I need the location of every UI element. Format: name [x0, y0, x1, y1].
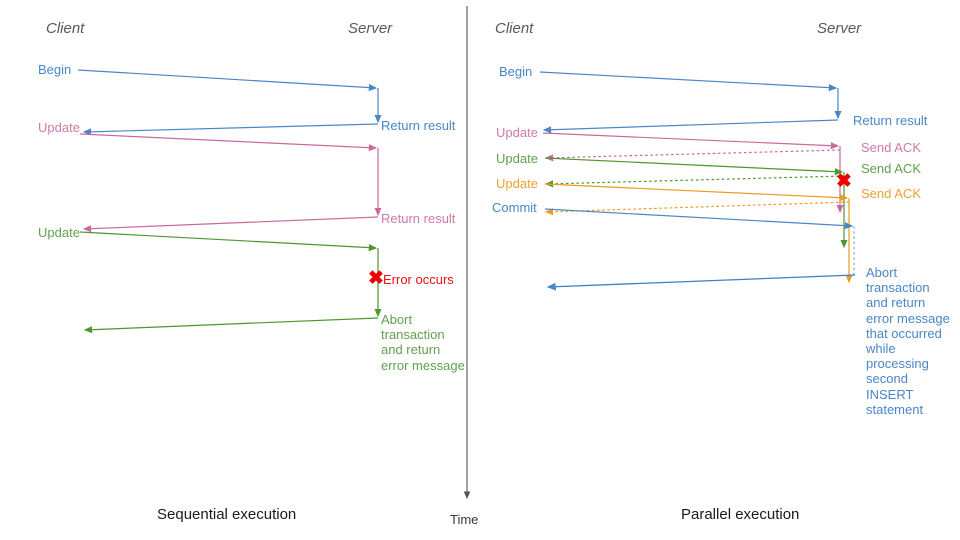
arrow-left-update1 [79, 133, 378, 152]
left-msg-begin: Begin [38, 62, 72, 77]
right-actor-client: Client [495, 20, 534, 37]
arrow-right-ack3 [544, 201, 850, 216]
right-msg-abort: Abort transaction and return error messa… [866, 265, 950, 417]
left-actor-server: Server [348, 20, 393, 37]
left-msg-update-1: Update [38, 120, 80, 135]
time-axis-label: Time [450, 512, 479, 527]
right-msg-send-ack-1: Send ACK [861, 140, 921, 155]
arrow-left-return2 [82, 216, 379, 233]
arrow-left-abort [83, 317, 379, 334]
right-panel-caption: Parallel execution [681, 506, 800, 523]
left-actor-client: Client [46, 20, 85, 37]
arrow-left-update2 [79, 231, 378, 252]
left-panel-caption: Sequential execution [157, 506, 297, 523]
right-msg-return-result: Return result [853, 113, 928, 128]
arrow-right-begin [539, 71, 838, 92]
left-msg-update-2: Update [38, 225, 80, 240]
right-msg-commit: Commit [492, 200, 537, 215]
right-msg-update-2: Update [496, 151, 538, 166]
left-msg-error-occurs: Error occurs [383, 272, 454, 287]
left-msg-abort: Abort transaction and return error messa… [381, 312, 465, 373]
error-x-icon-right: ✖ [836, 171, 852, 192]
right-msg-send-ack-2: Send ACK [861, 161, 921, 176]
right-panel-arrows [539, 71, 856, 291]
error-x-icon-left: ✖ [368, 268, 384, 289]
arrow-left-return1 [82, 123, 379, 136]
arrow-right-commit [544, 208, 854, 230]
left-msg-return-result-1: Return result [381, 118, 456, 133]
arrow-right-abort [546, 274, 856, 291]
right-msg-begin: Begin [499, 64, 533, 79]
arrow-right-update1 [542, 132, 840, 150]
right-msg-update-1: Update [496, 125, 538, 140]
left-panel-arrows [77, 69, 382, 334]
arrow-left-begin [77, 69, 378, 92]
left-msg-return-result-2: Return result [381, 211, 456, 226]
right-msg-update-3: Update [496, 176, 538, 191]
right-msg-send-ack-3: Send ACK [861, 186, 921, 201]
right-actor-server: Server [817, 20, 862, 37]
arrow-right-ack2 [544, 175, 845, 188]
arrow-right-update2 [544, 157, 844, 176]
arrow-right-ack1 [544, 149, 841, 162]
arrow-right-update3 [544, 183, 849, 202]
arrow-right-return1 [542, 119, 839, 134]
